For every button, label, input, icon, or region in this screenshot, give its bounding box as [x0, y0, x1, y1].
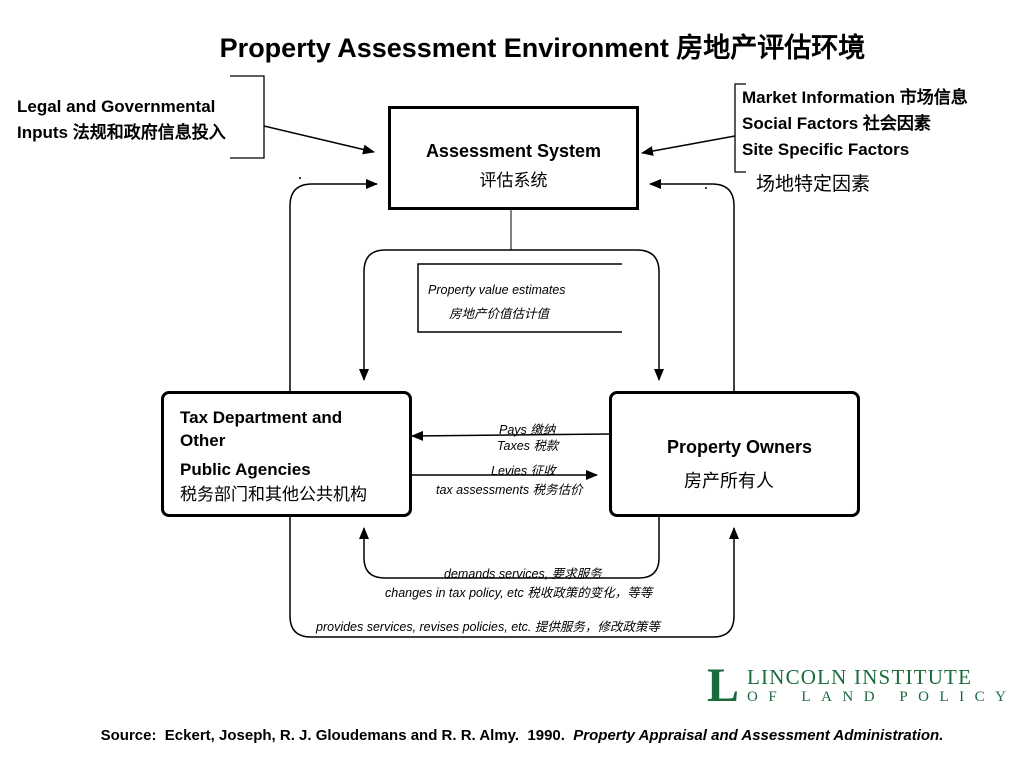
market-inputs-line2: Social Factors 社会因素	[742, 114, 931, 133]
estimates-line1: Property value estimates	[428, 283, 566, 297]
property-owners-box: Property Owners 房产所有人	[609, 391, 860, 517]
legal-inputs-label: Legal and Governmental Inputs 法规和政府信息投入	[17, 94, 226, 146]
tax-department-box: Tax Department and Other Public Agencies…	[161, 391, 412, 517]
logo-letter: L	[707, 659, 740, 712]
tax-department-line1: Tax Department and	[180, 408, 343, 427]
logo-line1: LINCOLN INSTITUTE	[747, 665, 973, 689]
market-inputs-label: Market Information 市场信息 Social Factors 社…	[742, 85, 968, 163]
logo-line2: OF LAND POLICY	[747, 689, 1017, 705]
demands-line2: changes in tax policy, etc 税收政策的变化，等等	[385, 586, 653, 600]
property-owners-label-zh: 房产所有人	[684, 471, 774, 491]
tax-department-line2: Other	[180, 431, 226, 450]
legal-inputs-line1: Legal and Governmental	[17, 97, 216, 116]
pays-taxes-arrow	[411, 430, 611, 441]
assessment-system-label-zh: 评估系统	[479, 171, 548, 190]
assessment-system-label: Assessment System	[425, 141, 602, 161]
demands-line1: demands services, 要求服务	[444, 567, 602, 581]
levies-line2: tax assessments 税务估价	[436, 483, 583, 497]
pays-taxes-line2: Taxes 税款	[497, 439, 559, 453]
market-inputs-bracket	[734, 83, 746, 173]
stray-dot	[299, 177, 301, 179]
pays-taxes-line1: Pays 缴纳	[499, 423, 556, 437]
market-inputs-line4: 场地特定因素	[756, 174, 871, 195]
tax-department-line4: 税务部门和其他公共机构	[180, 485, 367, 504]
tax-to-assessment-arrow	[289, 179, 378, 392]
legal-inputs-bracket	[230, 75, 265, 159]
market-to-assessment-arrow	[641, 135, 736, 156]
levies-line1: Levies 征收	[491, 464, 556, 478]
legal-to-assessment-arrow	[263, 125, 375, 155]
source-citation: Source: Eckert, Joseph, R. J. Gloudemans…	[0, 727, 1024, 744]
market-inputs-line3: Site Specific Factors	[742, 140, 910, 159]
stray-dot	[705, 187, 707, 189]
estimates-line2: 房地产价值估计值	[449, 307, 550, 321]
tax-department-line3: Public Agencies	[180, 460, 311, 479]
assessment-system-box: Assessment System 评估系统	[388, 106, 639, 210]
provides-label: provides services, revises policies, etc…	[316, 620, 660, 634]
demands-arrow	[359, 516, 660, 579]
diagram-title: Property Assessment Environment 房地产评估环境	[219, 33, 866, 63]
legal-inputs-line2: Inputs 法规和政府信息投入	[17, 123, 226, 142]
source-prefix: Source: Eckert, Joseph, R. J. Gloudemans…	[100, 727, 574, 744]
estimates-to-owners-arrow	[511, 249, 664, 381]
property-owners-label: Property Owners	[667, 437, 813, 457]
source-book-title: Property Appraisal and Assessment Admini…	[573, 727, 944, 744]
estimates-bracket	[417, 263, 622, 333]
lincoln-institute-logo: L LINCOLN INSTITUTE OF LAND POLICY	[707, 659, 1006, 712]
provides-arrow	[289, 516, 739, 638]
owners-to-assessment-arrow	[649, 179, 735, 392]
estimates-to-tax-arrow	[359, 249, 511, 381]
market-inputs-line1: Market Information 市场信息	[742, 88, 968, 107]
